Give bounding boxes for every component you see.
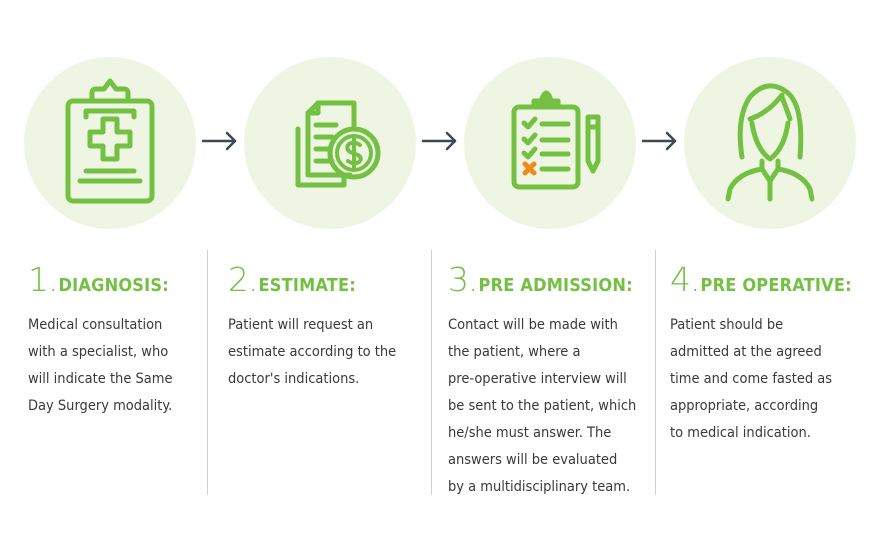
description-line: pre-operative interview will [448,371,627,387]
step-heading: 4. PRE OPERATIVE: [670,262,866,304]
description-line: Patient will request an [228,317,374,333]
column-divider [655,250,656,495]
description-line: to medical indication. [670,425,811,441]
diagnosis-circle [24,57,196,229]
step-number: 4. [670,260,700,299]
step-title: PRE ADMISSION: [478,275,633,296]
description-line: time and come fasted as [670,371,833,387]
column-divider [207,250,208,495]
description-line: Patient should be [670,317,784,333]
description-line: admitted at the agreed [670,344,822,360]
pre-admission-circle [464,57,636,229]
description-line: he/she must answer. The [448,425,612,441]
step-pre-admission: 3. PRE ADMISSION: Contact will be made w… [448,262,653,501]
pre-operative-circle [684,57,856,229]
description-line: estimate according to the [228,344,397,360]
step-number: 3. [448,260,478,299]
step-number: 2. [228,260,258,299]
description-line: Day Surgery modality. [28,398,173,414]
invoice-dollar-icon [295,100,381,188]
description-line: the patient, where a [448,344,581,360]
step-heading: 1. DIAGNOSIS: [28,262,203,304]
checklist-pencil-icon [511,90,601,190]
step-description: Medical consultation with a specialist, … [28,312,203,420]
clipboard-medical-icon [65,78,155,204]
description-line: be sent to the patient, which [448,398,637,414]
step-description: Patient should be admitted at the agreed… [670,312,866,447]
step-description: Patient will request an estimate accordi… [228,312,428,393]
description-line: Contact will be made with [448,317,618,333]
step-title: ESTIMATE: [258,275,356,296]
step-number: 1. [28,260,58,299]
step-heading: 3. PRE ADMISSION: [448,262,653,304]
step-title: DIAGNOSIS: [58,275,169,296]
column-divider [431,250,432,495]
description-line: will indicate the Same [28,371,173,387]
step-diagnosis: 1. DIAGNOSIS: Medical consultation with … [28,262,203,420]
description-line: doctor's indications. [228,371,360,387]
arrow-right-icon [421,131,457,151]
description-line: with a specialist, who [28,344,169,360]
patient-woman-icon [725,83,815,202]
arrow-right-icon [641,131,677,151]
step-title: PRE OPERATIVE: [700,275,852,296]
estimate-circle [244,57,416,229]
description-line: appropriate, according [670,398,819,414]
step-heading: 2. ESTIMATE: [228,262,428,304]
step-description: Contact will be made with the patient, w… [448,312,653,501]
step-pre-operative: 4. PRE OPERATIVE: Patient should be admi… [670,262,866,447]
description-line: by a multidisciplinary team. [448,479,631,495]
arrow-right-icon [201,131,237,151]
step-estimate: 2. ESTIMATE: Patient will request an est… [228,262,428,393]
description-line: answers will be evaluated [448,452,618,468]
description-line: Medical consultation [28,317,163,333]
